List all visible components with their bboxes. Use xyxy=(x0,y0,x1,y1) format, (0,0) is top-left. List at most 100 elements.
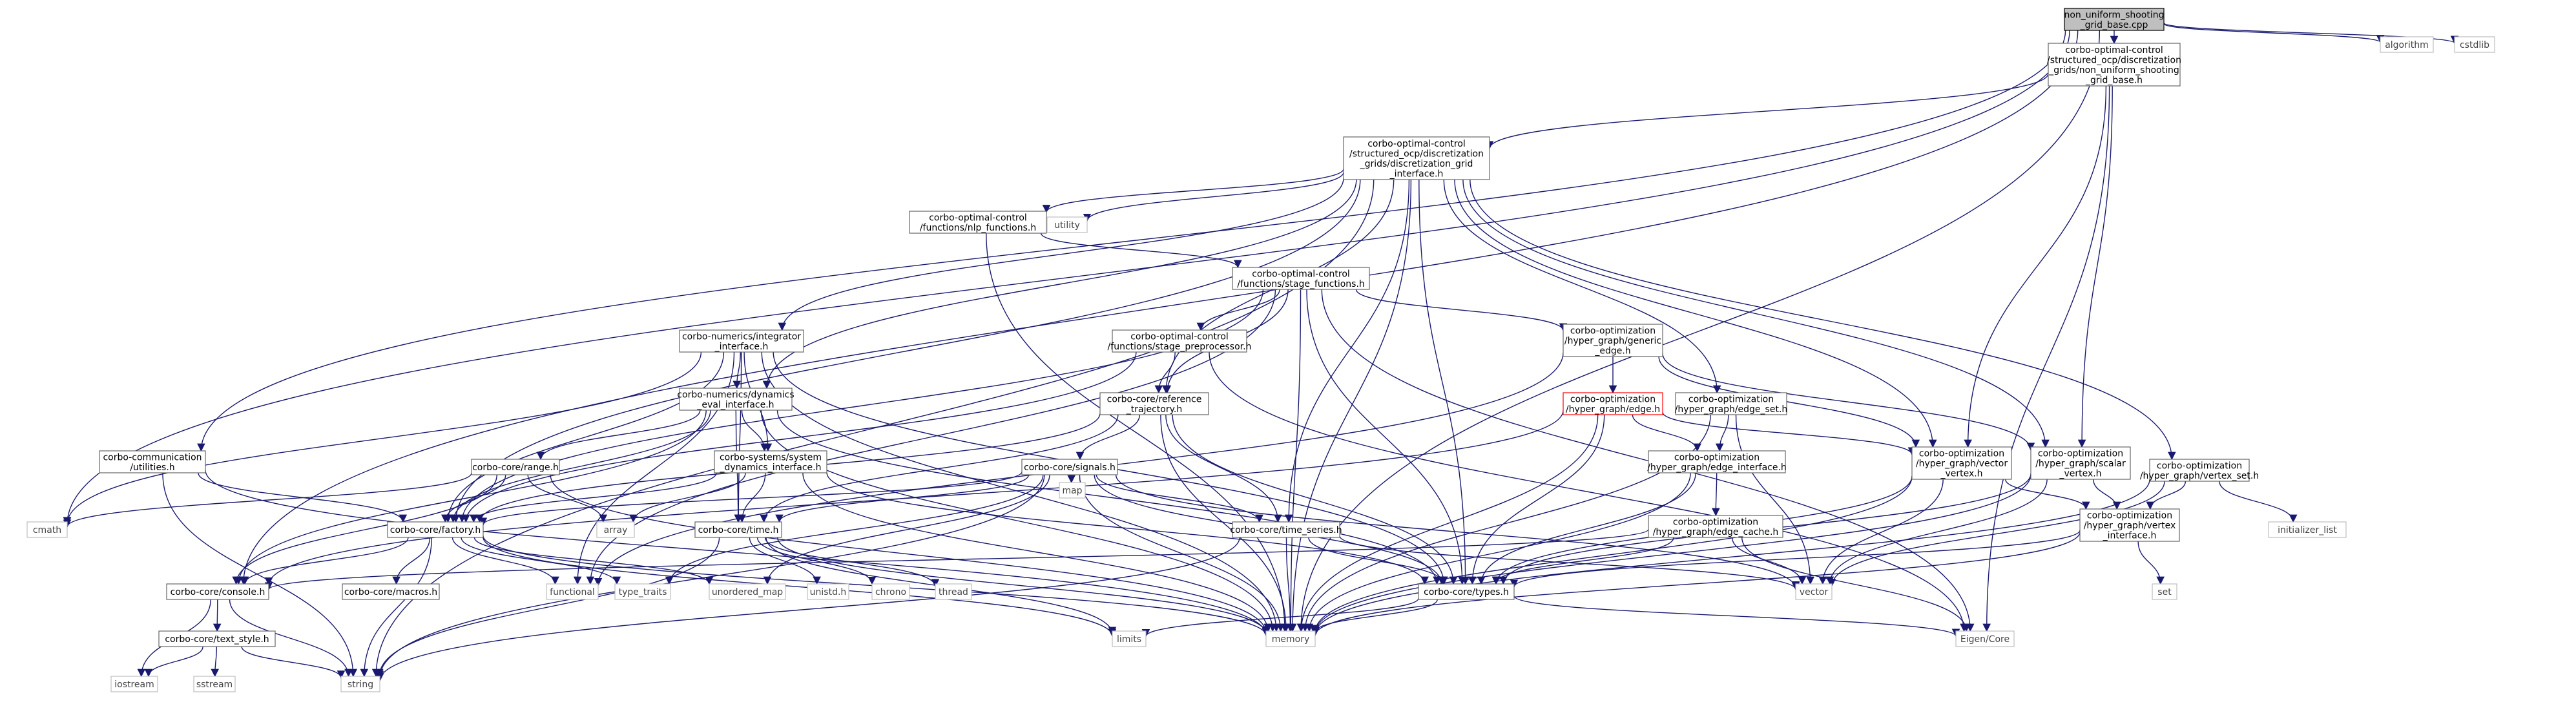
node-label-line: thread xyxy=(939,587,968,597)
node-initlist[interactable]: initializer_list xyxy=(2268,521,2347,538)
node-vset[interactable]: corbo-optimization/hyper_graph/vertex_se… xyxy=(2140,459,2259,482)
node-textstyle[interactable]: corbo-core/text_style.h xyxy=(158,630,276,647)
node-timeseries[interactable]: corbo-core/time_series.h xyxy=(1230,521,1342,538)
include-edge-edgeif-to-memory xyxy=(1305,472,1691,632)
include-edge-signals-to-factory xyxy=(479,472,1023,526)
node-edgeset[interactable]: corbo-optimization/hyper_graph/edge_set.… xyxy=(1675,392,1788,415)
node-memory[interactable]: memory xyxy=(1265,630,1316,647)
node-frame xyxy=(166,583,269,600)
include-edge-dgi-to-svertex xyxy=(1462,179,2050,448)
node-frame xyxy=(909,211,1047,234)
include-edge-nug-to-svertex xyxy=(2077,85,2113,448)
node-frame xyxy=(2152,583,2177,600)
node-utility[interactable]: utility xyxy=(1046,216,1088,233)
node-root[interactable]: non_uniform_shooting_grid_base.cpp xyxy=(2064,8,2165,31)
node-reftraj[interactable]: corbo-core/reference_trajectory.h xyxy=(1099,392,1209,415)
node-stagep[interactable]: corbo-optimal-control/functions/stage_pr… xyxy=(1108,329,1252,353)
node-label-line: corbo-optimal-control xyxy=(929,213,1027,223)
node-set[interactable]: set xyxy=(2152,583,2177,600)
include-edge-types-to-eigen xyxy=(1513,596,1960,638)
node-nug[interactable]: corbo-optimal-control/structured_ocp/dis… xyxy=(2047,43,2181,87)
node-unistd[interactable]: unistd.h xyxy=(807,583,849,600)
node-frame xyxy=(1955,630,2015,647)
node-iostream[interactable]: iostream xyxy=(110,676,158,692)
node-vvertex[interactable]: corbo-optimization/hyper_graph/vector_ve… xyxy=(1911,446,2012,480)
node-dgi[interactable]: corbo-optimal-control/structured_ocp/dis… xyxy=(1343,136,1490,180)
node-label-line: _trajectory.h xyxy=(1126,404,1182,415)
node-chrono[interactable]: chrono xyxy=(871,583,910,600)
node-label-line: _interface.h xyxy=(2103,531,2157,541)
node-label-line: corbo-numerics/integrator xyxy=(682,331,801,342)
node-frame xyxy=(2454,36,2495,53)
node-frame xyxy=(546,583,599,600)
node-typetraits[interactable]: type_traits xyxy=(614,583,671,600)
node-frame xyxy=(2079,508,2180,542)
node-dyneval[interactable]: corbo-numerics/dynamics_eval_interface.h xyxy=(677,388,795,411)
include-edge-reftraj-to-types xyxy=(1172,414,1458,585)
node-generic[interactable]: corbo-optimization/hyper_graph/generic_e… xyxy=(1563,324,1663,357)
include-edge-time-to-memory xyxy=(777,537,1271,635)
node-range[interactable]: corbo-core/range.h xyxy=(471,459,560,475)
node-frame xyxy=(471,459,560,475)
node-frame xyxy=(1648,515,1783,538)
node-factory[interactable]: corbo-core/factory.h xyxy=(387,521,484,538)
node-label-line: corbo-optimization xyxy=(1674,452,1760,462)
node-label-line: _vertex.h xyxy=(1940,469,1982,479)
node-umap[interactable]: unordered_map xyxy=(709,583,786,600)
node-types[interactable]: corbo-core/types.h xyxy=(1418,583,1515,600)
node-ecache[interactable]: corbo-optimization/hyper_graph/edge_cach… xyxy=(1648,515,1783,538)
node-functional[interactable]: functional xyxy=(546,583,599,600)
node-svertex[interactable]: corbo-optimization/hyper_graph/scalar_ve… xyxy=(2030,446,2131,480)
include-edge-time-to-chrono xyxy=(756,537,877,585)
include-edge-svertex-to-memory xyxy=(1311,474,2031,634)
node-cstdlib[interactable]: cstdlib xyxy=(2454,36,2495,53)
node-nlp[interactable]: corbo-optimal-control/functions/nlp_func… xyxy=(909,211,1047,234)
node-label-line: corbo-optimization xyxy=(2087,511,2172,521)
include-edge-stagef-to-types xyxy=(1306,289,1466,585)
node-console[interactable]: corbo-core/console.h xyxy=(166,583,269,600)
include-edge-vvertex-to-vinterface xyxy=(2005,479,2090,510)
include-edge-nug-to-vvertex xyxy=(1964,85,2107,448)
node-algorithm[interactable]: algorithm xyxy=(2380,36,2434,53)
node-cmath[interactable]: cmath xyxy=(26,521,68,538)
node-stagef[interactable]: corbo-optimal-control/functions/stage_fu… xyxy=(1232,267,1370,290)
node-vector[interactable]: vector xyxy=(1795,583,1833,600)
node-comm[interactable]: corbo-communication/utilities.h xyxy=(99,450,206,473)
node-frame xyxy=(1911,446,2012,480)
node-macros[interactable]: corbo-core/macros.h xyxy=(342,583,440,600)
node-label-line: vector xyxy=(1800,587,1829,597)
node-time[interactable]: corbo-core/time.h xyxy=(694,521,782,538)
node-array[interactable]: array xyxy=(596,521,635,538)
include-edge-integ-to-memory xyxy=(761,351,1281,632)
include-edge-factory-to-string xyxy=(360,537,432,678)
node-frame xyxy=(679,388,793,411)
node-sstream[interactable]: sstream xyxy=(193,676,236,692)
include-edge-dgi-to-timeseries xyxy=(1284,179,1410,523)
node-edge[interactable]: corbo-optimization/hyper_graph/edge.h xyxy=(1563,392,1663,415)
node-string[interactable]: string xyxy=(340,676,380,692)
node-integ[interactable]: corbo-numerics/integrator_interface.h xyxy=(679,329,804,353)
node-eigen[interactable]: Eigen/Core xyxy=(1955,630,2015,647)
node-signals[interactable]: corbo-core/signals.h xyxy=(1021,459,1118,475)
include-edge-stagef-to-memory xyxy=(1287,289,1302,632)
node-label-line: /structured_ocp/discretization xyxy=(2047,55,2181,65)
node-sysdyn[interactable]: corbo-systems/system_dynamics_interface.… xyxy=(714,450,827,473)
include-edge-integ-to-factory xyxy=(444,351,725,523)
node-edgeif[interactable]: corbo-optimization/hyper_graph/edge_inte… xyxy=(1647,450,1787,473)
include-edge-dgi-to-integ xyxy=(778,178,1344,331)
node-map[interactable]: map xyxy=(1059,482,1086,499)
node-thread[interactable]: thread xyxy=(935,583,972,600)
node-limits[interactable]: limits xyxy=(1112,630,1147,647)
node-frame xyxy=(935,583,972,600)
node-label-line: corbo-core/signals.h xyxy=(1024,462,1116,473)
include-edge-types-to-limits xyxy=(1141,597,1419,638)
node-label-line: /hyper_graph/edge_interface.h xyxy=(1647,462,1787,473)
include-edge-textstyle-to-string xyxy=(241,646,346,679)
include-edge-comm-to-string xyxy=(162,472,358,678)
include-edge-types-to-memory xyxy=(1311,599,1438,634)
node-vinterface[interactable]: corbo-optimization/hyper_graph/vertex_in… xyxy=(2079,508,2180,542)
include-edge-signals-to-vector xyxy=(1115,474,1800,590)
include-edge-root-to-cmath xyxy=(63,30,2070,526)
node-frame xyxy=(871,583,910,600)
node-frame xyxy=(99,450,206,473)
